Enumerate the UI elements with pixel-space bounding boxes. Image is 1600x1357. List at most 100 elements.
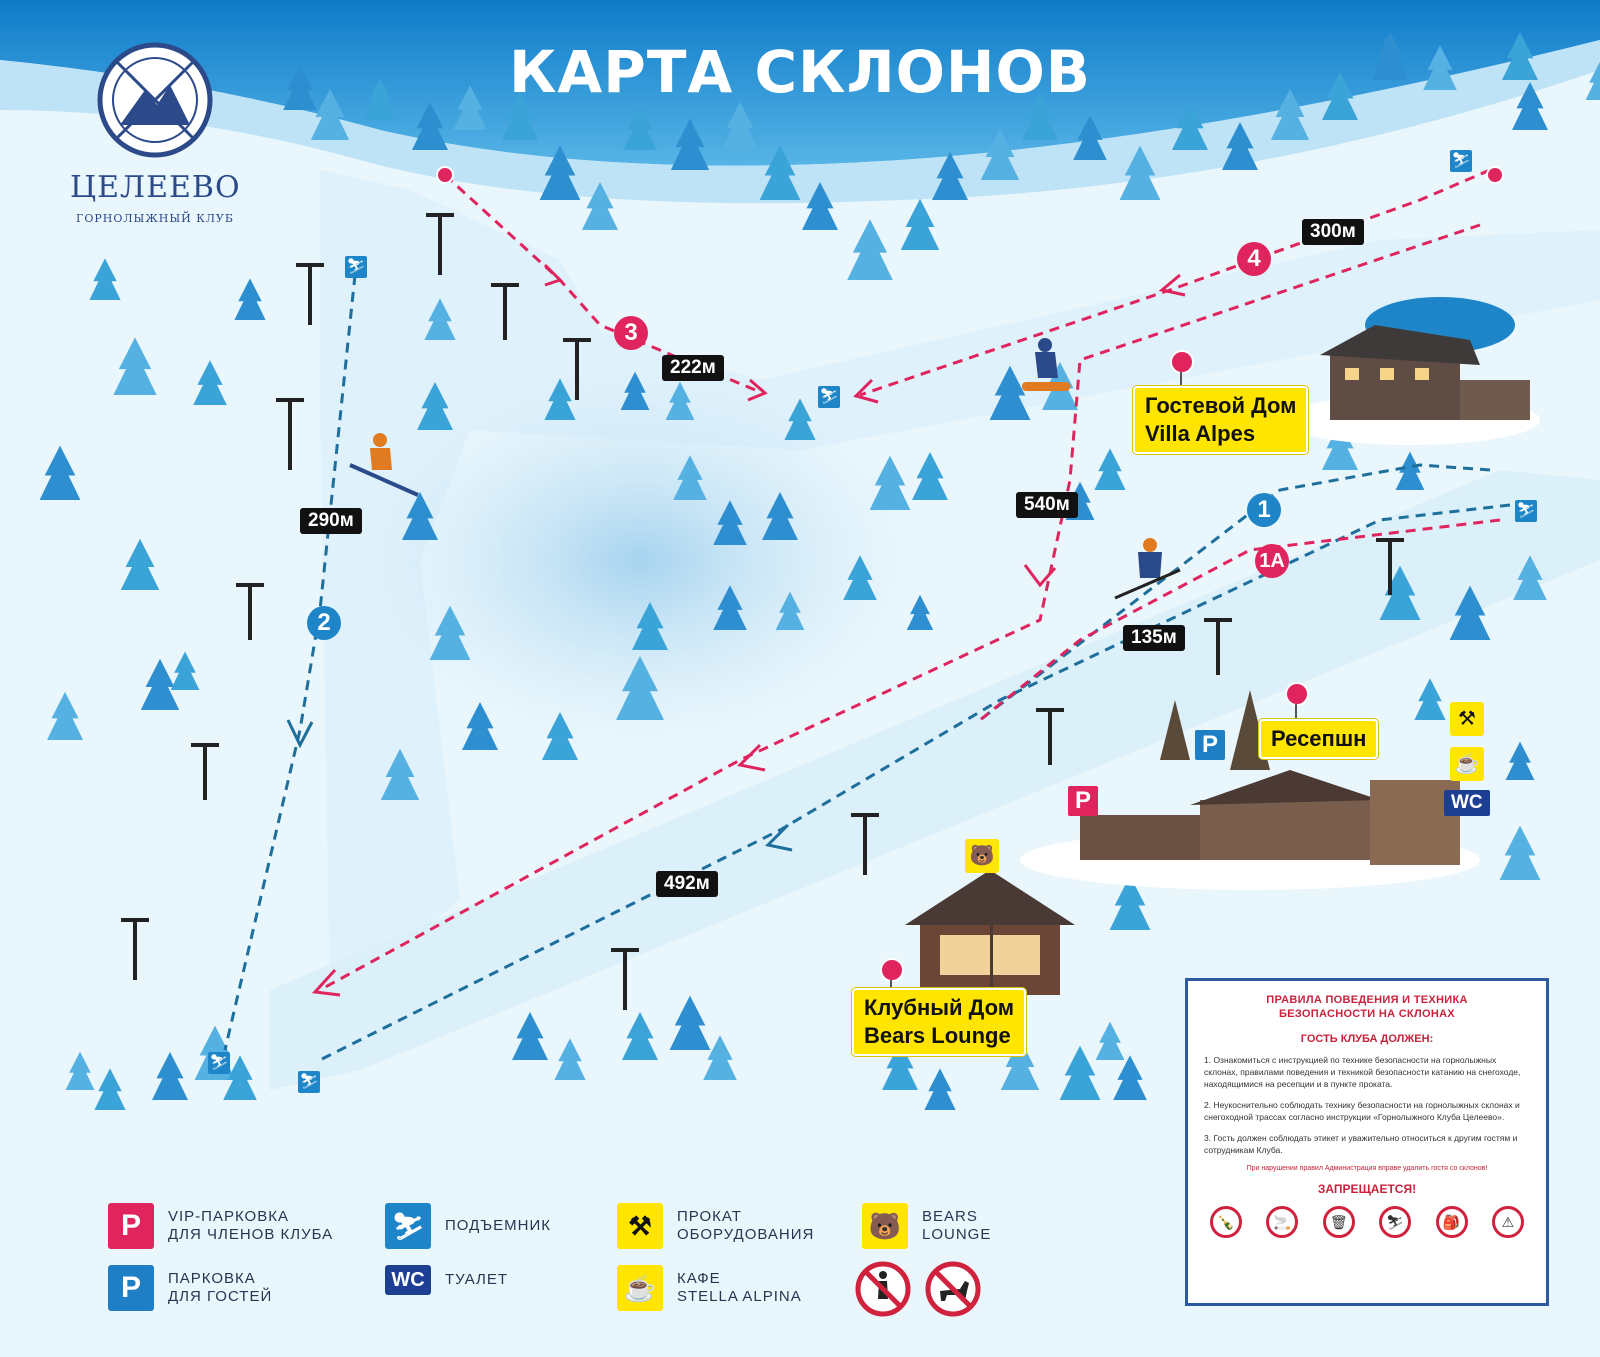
tree — [512, 1012, 548, 1060]
t-bar-pylon — [611, 948, 639, 1010]
legend-vip-parking: P VIP-ПАРКОВКА ДЛЯ ЧЛЕНОВ КЛУБА — [108, 1203, 333, 1249]
club-house-label[interactable]: Клубный Дом Bears Lounge — [852, 988, 1027, 1056]
tree — [1119, 145, 1161, 200]
lift-icon-3[interactable]: ⛷ — [1450, 150, 1472, 172]
t-bar-pylon — [563, 338, 591, 400]
t-bar-pylon — [1204, 618, 1232, 675]
trail-1-number: 1 — [1247, 493, 1281, 527]
tree — [1073, 115, 1107, 160]
wc-map-icon[interactable]: WC — [1444, 790, 1490, 816]
t-bar-pylon — [236, 583, 264, 640]
t-bar-pylon — [276, 398, 304, 470]
tree — [539, 145, 581, 200]
arrow-1 — [764, 823, 793, 852]
tree — [622, 1012, 658, 1060]
arrow-3b — [747, 378, 768, 402]
tree — [140, 658, 180, 710]
legend-wc: WC ТУАЛЕТ — [385, 1265, 508, 1295]
legend-wc-label: ТУАЛЕТ — [445, 1271, 509, 1288]
tree — [722, 102, 758, 150]
t-bar-pylon — [851, 813, 879, 875]
tree — [1372, 32, 1408, 80]
tree — [1322, 422, 1358, 470]
trail-2-line — [223, 274, 357, 1051]
trail-4-start — [1486, 166, 1504, 184]
trail-2-number: 2 — [307, 606, 341, 640]
tree — [1270, 88, 1310, 140]
villa-alpes-label[interactable]: Гостевой Дом Villa Alpes — [1133, 386, 1309, 454]
rules-point-1: 1. Ознакомиться с инструкцией по технике… — [1204, 1055, 1521, 1089]
tree — [762, 492, 798, 540]
forbidden-icons: 🍾 🚬 🗑 ⛷ 🎒 ⚠ — [1204, 1206, 1530, 1238]
cafe-map-icon[interactable]: ☕ — [1450, 747, 1484, 781]
bears-lounge-building — [905, 870, 1075, 995]
villa-alpes-pin-icon — [1170, 350, 1194, 374]
trail-4-distance: 300м — [1302, 219, 1364, 245]
lift-icon-1[interactable]: ⛷ — [345, 256, 367, 278]
tree — [65, 1051, 95, 1090]
tree — [713, 585, 747, 630]
tree — [932, 152, 968, 200]
page-title: КАРТА СКЛОНОВ — [509, 38, 1091, 106]
lift-icon-6[interactable]: ⛷ — [298, 1071, 320, 1093]
tree — [623, 105, 657, 150]
tree — [759, 145, 801, 200]
vip-parking-map-icon[interactable]: P — [1068, 786, 1098, 816]
reception-label[interactable]: Ресепшн — [1259, 719, 1379, 759]
tree — [620, 371, 650, 410]
sky — [0, 0, 1600, 166]
guest-parking-icon: P — [108, 1265, 154, 1311]
tree — [120, 538, 160, 590]
club-house-line1: Клубный Дом — [864, 995, 1015, 1020]
tree — [1172, 102, 1208, 150]
tree — [380, 748, 420, 800]
rules-point-2: 2. Неукоснительно соблюдать технику безо… — [1204, 1100, 1520, 1122]
villa-alpes-line2: Villa Alpes — [1145, 421, 1256, 446]
legend-bears-label: BEARS LOUNGE — [922, 1208, 992, 1243]
no-littering-small-icon: 🗑 — [1322, 1206, 1355, 1238]
reception-pin-icon — [1285, 682, 1309, 706]
legend-guest-parking: P ПАРКОВКА ДЛЯ ГОСТЕЙ — [108, 1265, 272, 1311]
lift-icon-4[interactable]: ⛷ — [1515, 500, 1537, 522]
tree — [703, 1035, 737, 1080]
ski-lift-icon: ⛷ — [385, 1203, 431, 1249]
tree — [980, 128, 1020, 180]
logo-name: ЦЕЛЕЕВО — [70, 170, 241, 205]
legend-lift: ⛷ ПОДЪЕМНИК — [385, 1203, 551, 1249]
no-leaving-items-icon: 🎒 — [1435, 1206, 1468, 1238]
no-dangerous-actions-icon: ⚠ — [1491, 1206, 1524, 1238]
t-bar-pylon — [1036, 708, 1064, 765]
club-logo: ЦЕЛЕЕВО ГОРНОЛЫЖНЫЙ КЛУБ — [70, 40, 240, 240]
tree — [402, 492, 438, 540]
lift-pylons — [121, 213, 1404, 1010]
tree — [429, 605, 471, 660]
tree — [784, 398, 816, 440]
tree — [424, 298, 456, 340]
lift-icon-2[interactable]: ⛷ — [818, 386, 840, 408]
wc-icon: WC — [385, 1265, 431, 1295]
guest-parking-map-icon[interactable]: P — [1195, 730, 1225, 760]
tree — [924, 1068, 956, 1110]
reception-building — [1020, 690, 1480, 890]
ski-rental-map-icon[interactable]: ⚒ — [1450, 702, 1484, 736]
tree — [310, 88, 350, 140]
trail-1a-distance: 492м — [656, 871, 718, 897]
lift-icon-5[interactable]: ⛷ — [208, 1052, 230, 1074]
trail-1-line — [319, 503, 1511, 1062]
tree — [582, 182, 618, 230]
tree — [713, 500, 747, 545]
legend-vip-parking-label: VIP-ПАРКОВКА ДЛЯ ЧЛЕНОВ КЛУБА — [168, 1208, 334, 1243]
tree — [94, 1068, 126, 1110]
reception-line1: Ресепшн — [1271, 726, 1367, 751]
rules-warning: При нарушении правил Администрация вправ… — [1246, 1165, 1488, 1172]
t-bar-pylon — [121, 918, 149, 980]
trail-3-number: 3 — [614, 316, 648, 350]
bear-lounge-map-icon[interactable]: 🐻 — [965, 839, 999, 873]
arrow-3a — [543, 263, 563, 287]
tree — [1059, 1045, 1101, 1100]
tree — [544, 378, 576, 420]
skier-figure — [349, 433, 419, 497]
villa-alpes-line1: Гостевой Дом — [1145, 393, 1297, 418]
